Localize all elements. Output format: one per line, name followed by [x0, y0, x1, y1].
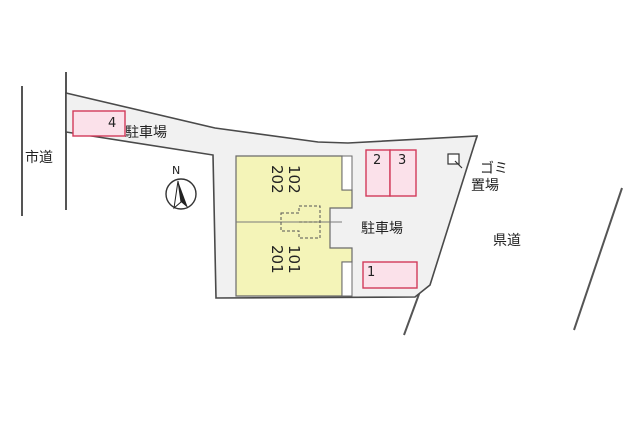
north-label: N	[172, 164, 181, 177]
unit-label-201: 201	[268, 245, 286, 274]
parking-slot-4-number: 4	[108, 116, 117, 131]
city-road-label: 市道	[25, 150, 53, 166]
garbage-label-line1: ゴミ	[480, 161, 508, 177]
parking-slot-1-number: 1	[367, 265, 376, 280]
parking-slot-3-number: 3	[398, 153, 407, 168]
prefectural-road-label: 県道	[493, 233, 521, 249]
parking-slot-3	[389, 149, 417, 197]
north-arrow-icon	[165, 178, 197, 210]
parking-label-center: 駐車場	[361, 221, 403, 237]
unit-label-101: 101	[285, 245, 303, 274]
parking-slot-2-number: 2	[373, 153, 382, 168]
parking-slot-1	[362, 261, 418, 289]
parking-slot-4	[72, 110, 126, 137]
entrance-step-lower	[341, 261, 353, 297]
parking-label-top: 駐車場	[125, 125, 167, 141]
entrance-step-upper	[341, 155, 353, 191]
garbage-box-icon	[447, 153, 463, 169]
garbage-label-line2: 置場	[471, 178, 499, 194]
unit-label-102: 102	[285, 165, 303, 194]
parking-slot-2	[365, 149, 391, 197]
stairs-dashed	[280, 205, 321, 239]
unit-label-202: 202	[268, 165, 286, 194]
prefectural-road-line-right	[573, 187, 623, 331]
